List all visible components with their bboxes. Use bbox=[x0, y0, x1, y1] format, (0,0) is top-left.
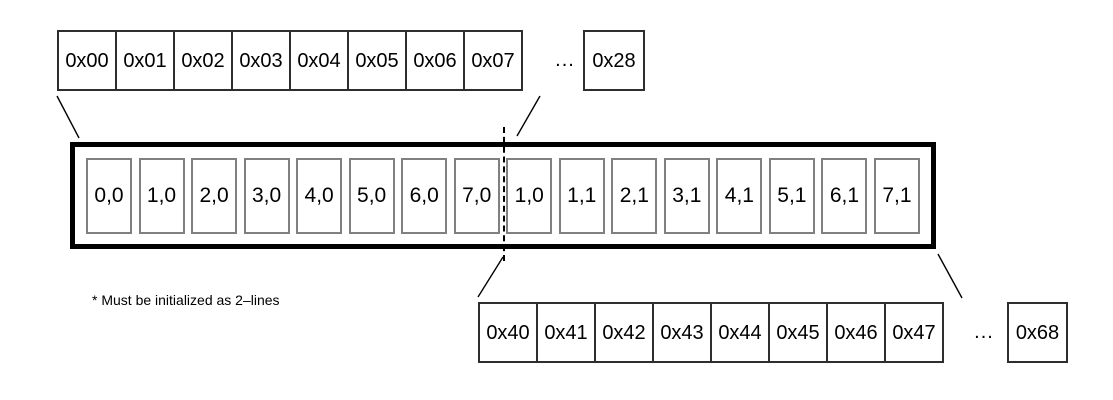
address-cell: 0x46 bbox=[826, 302, 886, 363]
address-cell: 0x43 bbox=[652, 302, 712, 363]
buffer-cell: 7,0 bbox=[453, 157, 500, 234]
buffer-cell: 4,0 bbox=[296, 157, 343, 234]
buffer-cell: 5,0 bbox=[348, 157, 395, 234]
address-cell: 0x06 bbox=[405, 30, 465, 91]
address-cell: 0x44 bbox=[710, 302, 770, 363]
address-cell: 0x00 bbox=[57, 30, 117, 91]
address-cell: 0x47 bbox=[884, 302, 944, 363]
address-cell: 0x01 bbox=[115, 30, 175, 91]
address-cell: 0x03 bbox=[231, 30, 291, 91]
address-cell: 0x40 bbox=[478, 302, 538, 363]
bottom-address-row: 0x40 0x41 0x42 0x43 0x44 0x45 0x46 0x47 bbox=[478, 302, 944, 363]
buffer-cell: 1,0 bbox=[506, 157, 553, 234]
address-cell: 0x45 bbox=[768, 302, 828, 363]
buffer-cell: 3,0 bbox=[243, 157, 290, 234]
buffer-cell: 2,1 bbox=[611, 157, 658, 234]
buffer-cell: 6,0 bbox=[401, 157, 448, 234]
buffer-box: 0,0 1,0 2,0 3,0 4,0 5,0 6,0 7,0 1,0 1,1 … bbox=[70, 142, 936, 249]
address-cell: 0x07 bbox=[463, 30, 523, 91]
buffer-cell: 2,0 bbox=[191, 157, 238, 234]
buffer-cell: 5,1 bbox=[768, 157, 815, 234]
connector-top-left bbox=[56, 95, 80, 139]
bottom-tail-address-box: 0x68 bbox=[1007, 302, 1068, 363]
buffer-cell: 3,1 bbox=[663, 157, 710, 234]
top-address-row: 0x00 0x01 0x02 0x03 0x04 0x05 0x06 0x07 bbox=[57, 30, 523, 91]
top-tail-address-box: 0x28 bbox=[583, 30, 645, 91]
buffer-cell: 6,1 bbox=[821, 157, 868, 234]
address-cell: 0x05 bbox=[347, 30, 407, 91]
address-cell: 0x41 bbox=[536, 302, 596, 363]
top-ellipsis: ... bbox=[555, 49, 575, 71]
buffer-cell: 1,0 bbox=[138, 157, 185, 234]
address-cell: 0x04 bbox=[289, 30, 349, 91]
connector-top-right bbox=[516, 95, 541, 137]
buffer-cell: 1,1 bbox=[558, 157, 605, 234]
buffer-cell: 0,0 bbox=[86, 157, 132, 234]
dashed-split-line bbox=[503, 127, 505, 261]
connector-bottom-left bbox=[477, 256, 504, 298]
address-cell: 0x42 bbox=[594, 302, 654, 363]
footnote: * Must be initialized as 2–lines bbox=[92, 292, 280, 308]
connector-bottom-right bbox=[937, 253, 963, 299]
bottom-ellipsis: ... bbox=[974, 321, 994, 343]
buffer-cell: 4,1 bbox=[716, 157, 763, 234]
address-cell: 0x02 bbox=[173, 30, 233, 91]
buffer-cell: 7,1 bbox=[873, 157, 920, 234]
